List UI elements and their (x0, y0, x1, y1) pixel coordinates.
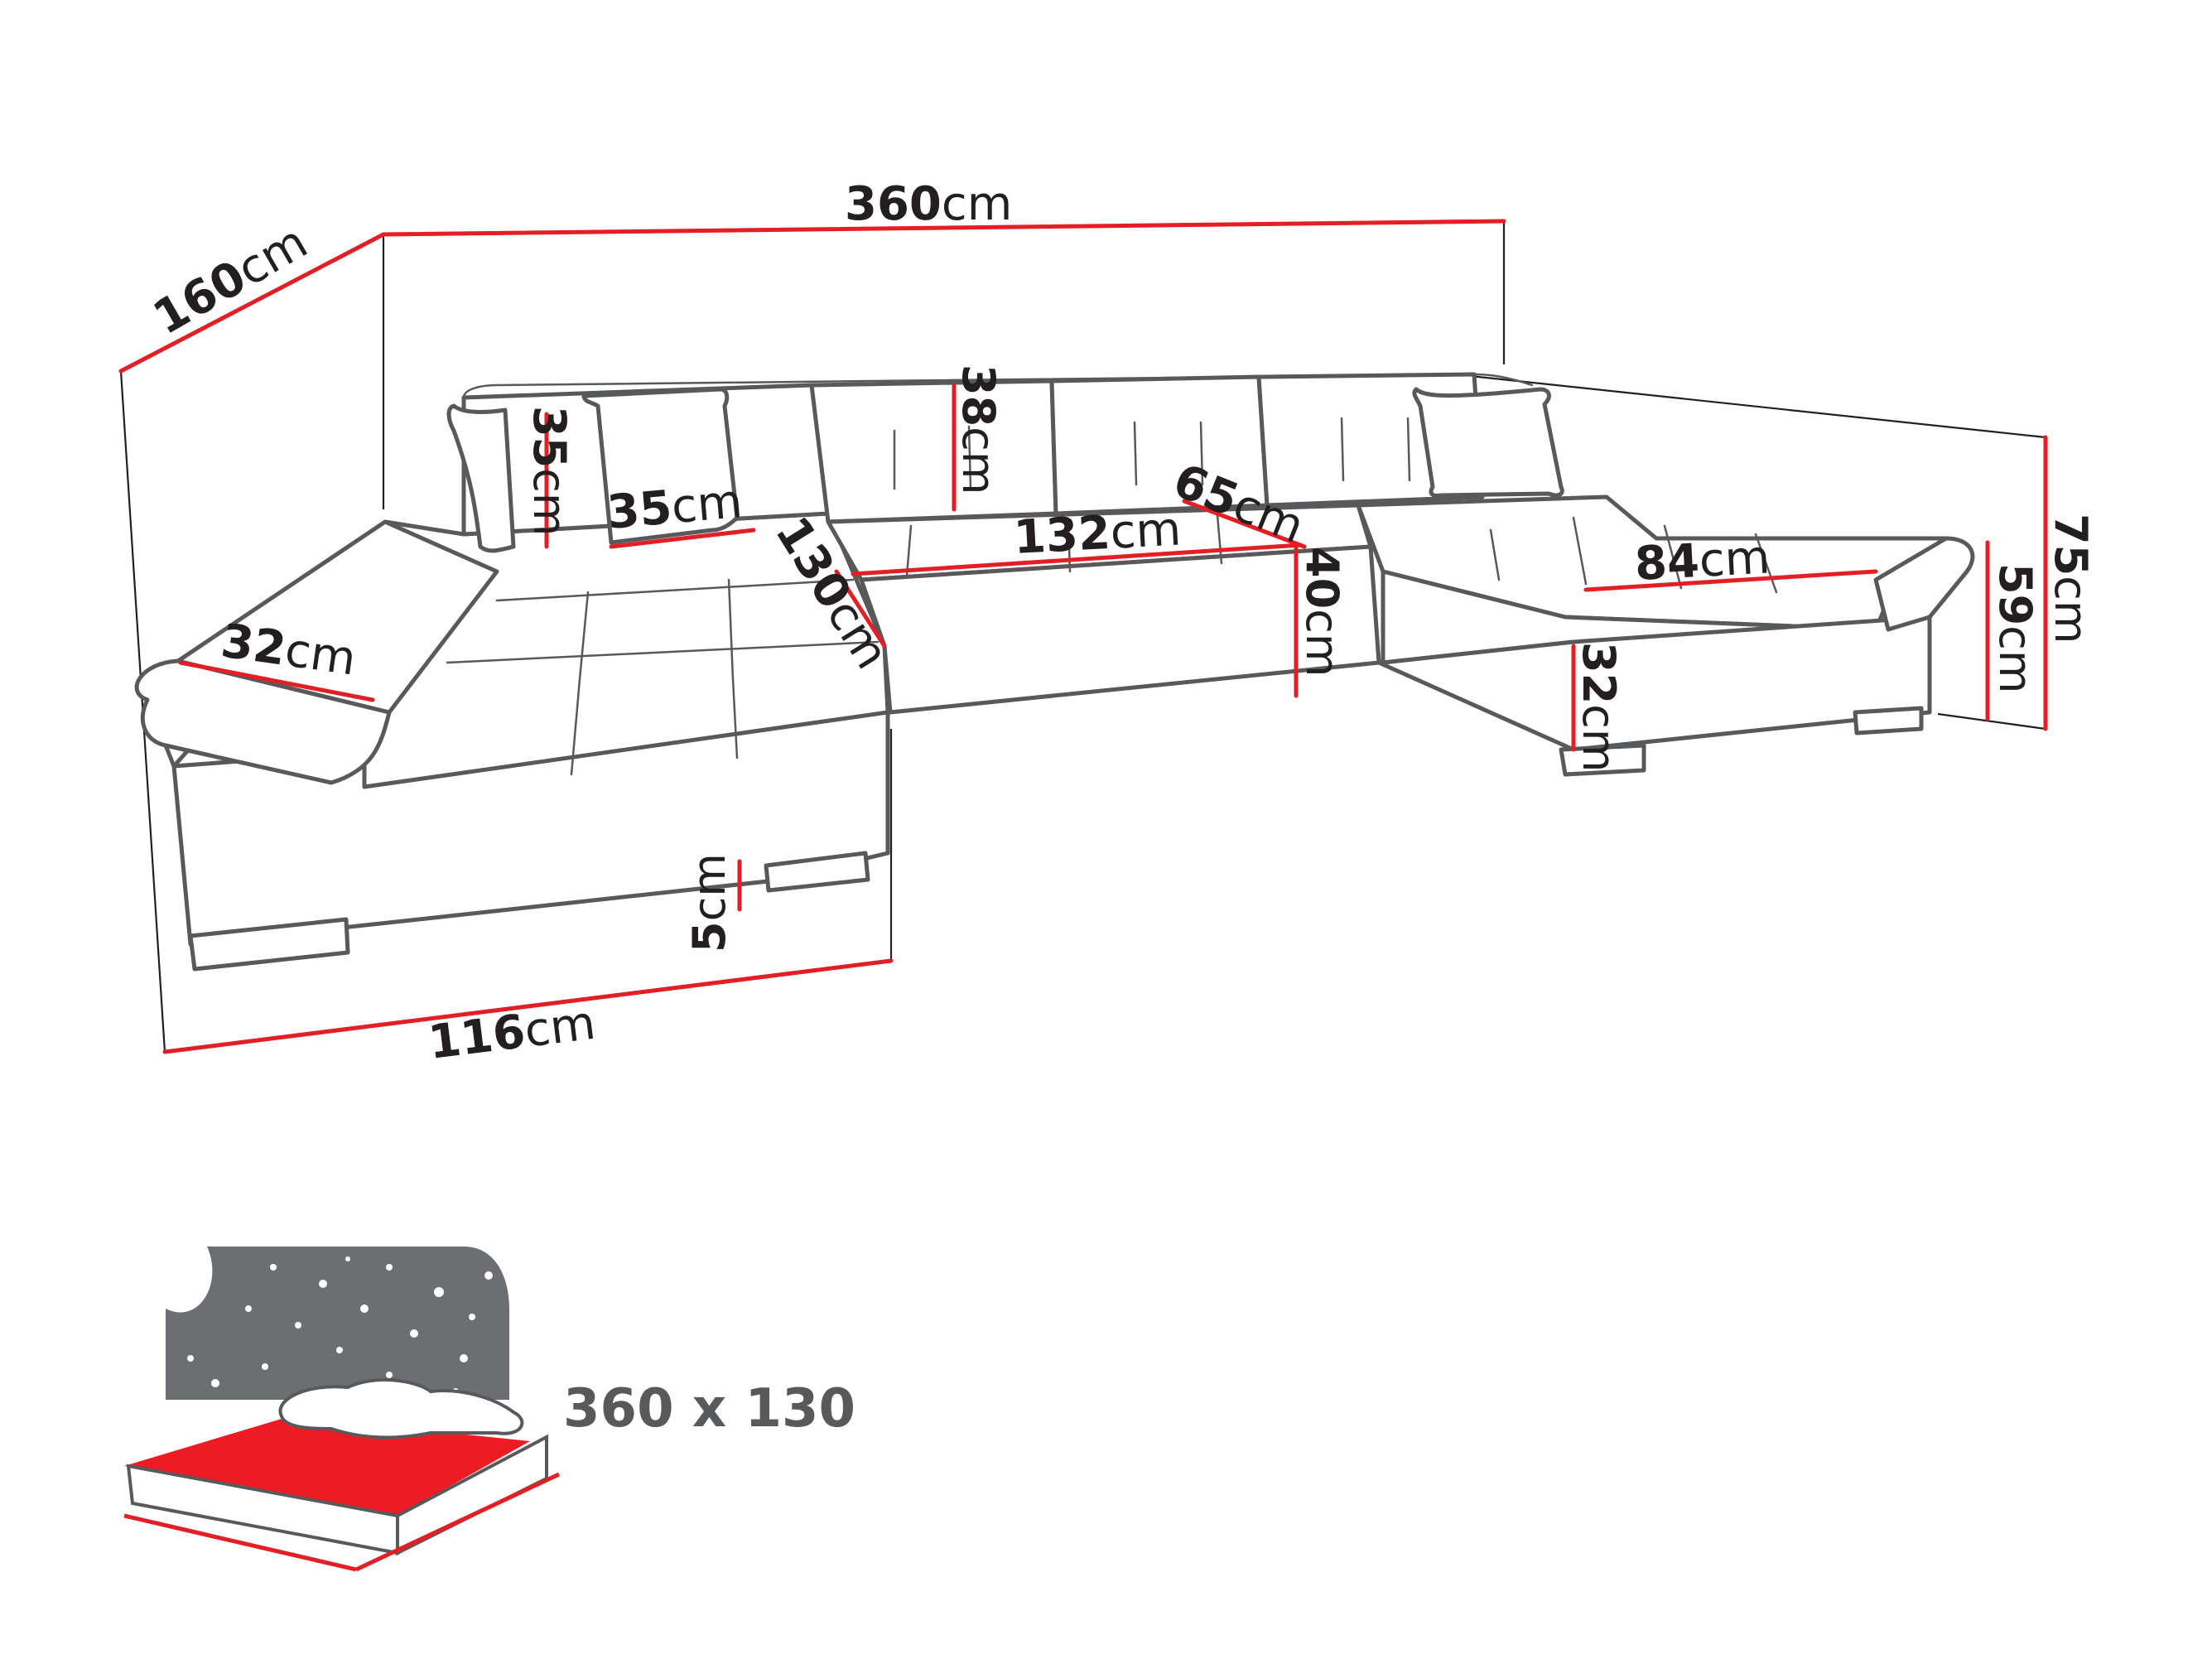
label-leg-height: 5cm (683, 853, 735, 952)
label-armrest-width: 32cm (218, 614, 359, 686)
measure-132 (851, 543, 1303, 576)
measure-35-width (609, 528, 756, 549)
back-top-rail (462, 373, 1534, 399)
label-cushion-width: 35cm (605, 475, 745, 540)
bed-icon: 360 x 130 (123, 1247, 855, 1572)
night-sky-backdrop-left (166, 1309, 273, 1400)
measure-84 (1583, 569, 1878, 592)
measure-160 (118, 232, 386, 374)
label-seat-height-side: 59cm (1989, 563, 2041, 693)
bed-width-arrow (123, 1513, 357, 1572)
right-chaise-base (1376, 615, 1932, 752)
bed-mattress-top (124, 1416, 530, 1516)
label-overall-height: 75cm (2045, 514, 2097, 644)
bed-pillows (278, 1378, 524, 1440)
measurement-lines (118, 219, 2048, 1054)
measure-360 (381, 219, 1506, 237)
measure-130 (834, 569, 887, 649)
middle-back-1 (809, 379, 1058, 524)
label-overall-depth: 160cm (145, 215, 317, 345)
label-middle-seat-width: 132cm (1012, 502, 1182, 564)
left-armrest (134, 658, 392, 785)
sofa-illustration (134, 372, 1975, 972)
label-back-cushion-height: 38cm (952, 364, 1005, 494)
label-cushion-height: 35cm (523, 406, 576, 536)
label-overall-width: 360cm (845, 177, 1012, 231)
right-chaise-leg-1 (1559, 743, 1646, 777)
left-chaise-leg-front (188, 917, 350, 972)
measure-65 (1182, 499, 1307, 549)
night-sky-backdrop (166, 1247, 509, 1400)
middle-seat-front (859, 544, 1381, 715)
measure-32-armrest (178, 660, 375, 702)
label-right-base-height: 32cm (1573, 642, 1625, 772)
right-armrest (1873, 536, 1975, 632)
bed-depth-arrow (354, 1472, 561, 1572)
measure-116 (162, 958, 894, 1054)
left-armrest-base (176, 519, 499, 715)
right-pillow (1412, 387, 1564, 498)
label-seat-height: 40cm (1296, 547, 1348, 677)
stars-icon (187, 1256, 493, 1395)
tufting (446, 417, 1778, 776)
label-right-chaise-width: 84cm (1633, 531, 1771, 591)
bed-size-label: 360 x 130 (563, 1378, 855, 1440)
label-chaise-front-width: 116cm (426, 996, 599, 1070)
left-pillow-back (446, 403, 516, 553)
left-pillow-front (581, 387, 740, 545)
left-chaise-leg-back (764, 851, 870, 893)
right-chaise-leg-2 (1853, 706, 1924, 735)
